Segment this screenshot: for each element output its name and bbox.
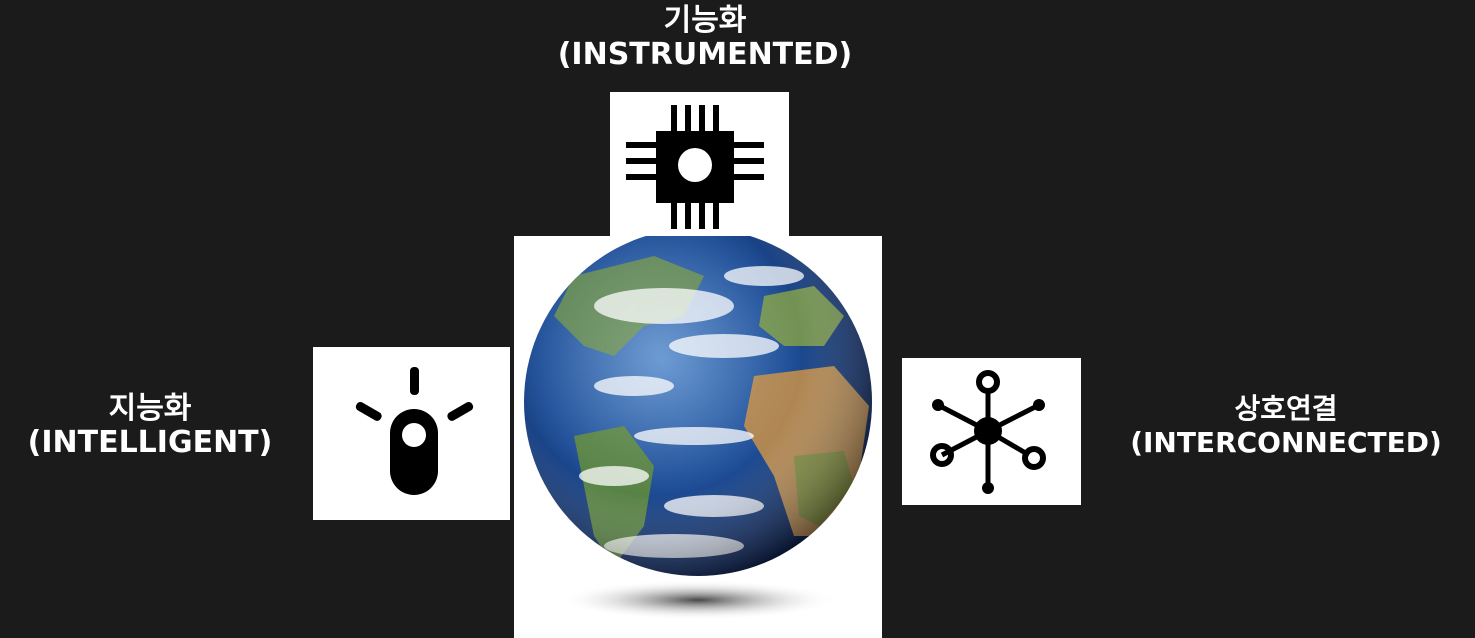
label-intelligent-english: (INTELLIGENT) (0, 426, 300, 460)
label-instrumented-english: (INSTRUMENTED) (505, 38, 905, 72)
network-hub-icon (902, 358, 1081, 505)
intelligent-icon-box (313, 347, 510, 520)
chip-icon (610, 92, 789, 242)
label-interconnected-korean: 상호연결 (1100, 392, 1472, 426)
globe-panel (514, 236, 882, 638)
label-instrumented-korean: 기능화 (505, 4, 905, 38)
label-interconnected: 상호연결 (INTERCONNECTED) (1100, 392, 1472, 460)
earth-globe (514, 236, 882, 638)
label-interconnected-english: (INTERCONNECTED) (1100, 426, 1472, 460)
instrumented-icon-box (610, 92, 789, 242)
label-intelligent: 지능화 (INTELLIGENT) (0, 392, 300, 460)
label-intelligent-korean: 지능화 (0, 392, 300, 426)
interconnected-icon-box (902, 358, 1081, 505)
light-bulb-icon (313, 347, 510, 520)
label-instrumented: 기능화 (INSTRUMENTED) (505, 4, 905, 72)
